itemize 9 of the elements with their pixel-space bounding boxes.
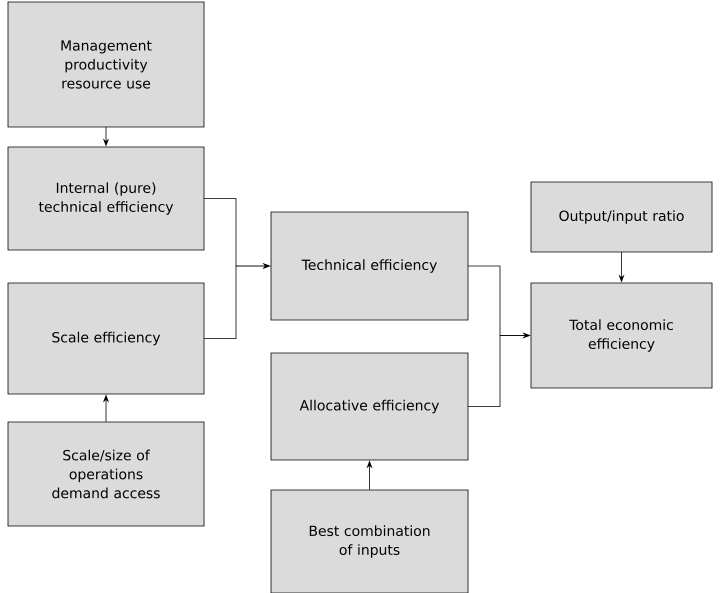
process-box: Allocative efficiency — [270, 352, 468, 460]
process-box: Best combination of inputs — [270, 490, 468, 593]
process-box: Output/input ratio — [530, 182, 712, 252]
process-box: Management productivity resource use — [8, 2, 204, 128]
process-box: Scale efficiency — [8, 282, 204, 394]
process-box: Total economic efficiency — [530, 282, 712, 388]
process-box: Internal (pure) technical efficiency — [8, 146, 204, 250]
process-box: Scale/size of operations demand access — [8, 422, 204, 526]
process-box: Technical efficiency — [270, 212, 468, 320]
